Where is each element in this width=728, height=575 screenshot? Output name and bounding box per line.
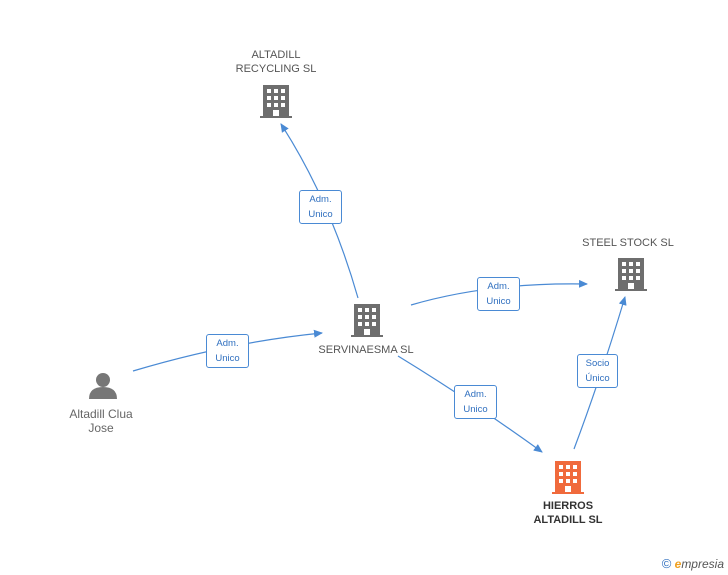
edge-label-servinaesma-recycling: Adm. Unico xyxy=(299,190,342,224)
node-label-steel-stock[interactable]: STEEL STOCK SL xyxy=(571,236,685,250)
node-label-line: STEEL STOCK SL xyxy=(582,237,674,249)
node-label-altadill-recycling[interactable]: ALTADILL RECYCLING SL xyxy=(226,48,326,76)
building-icon[interactable] xyxy=(351,304,383,337)
node-label-hierros[interactable]: HIERROS ALTADILL SL xyxy=(521,499,615,527)
copyright-icon: © xyxy=(661,556,672,571)
brand-initial: e xyxy=(674,557,682,571)
edge-label-servinaesma-hierros: Adm. Unico xyxy=(454,385,497,419)
building-icon[interactable] xyxy=(552,461,584,494)
node-label-person[interactable]: Altadill Clua Jose xyxy=(55,407,147,435)
building-icon[interactable] xyxy=(615,258,647,291)
edge-label-line: Unico xyxy=(308,209,333,220)
edge-label-line: Unico xyxy=(463,404,488,415)
node-label-servinaesma[interactable]: SERVINAESMA SL xyxy=(310,343,422,357)
edge-label-line: Adm. xyxy=(309,194,332,205)
edge-label-line: Adm. xyxy=(487,281,510,292)
node-label-line: HIERROS xyxy=(542,500,594,512)
edge-label-line: Unico xyxy=(486,296,511,307)
node-label-line: Jose xyxy=(88,421,114,435)
edge-label-line: Unico xyxy=(215,353,240,364)
node-label-line: Altadill Clua xyxy=(69,407,133,421)
node-label-line: RECYCLING SL xyxy=(235,63,317,75)
edge-label-line: Adm. xyxy=(464,389,487,400)
person-icon[interactable] xyxy=(89,373,117,399)
node-label-line: SERVINAESMA SL xyxy=(318,344,414,356)
edge-label-servinaesma-steel: Adm. Unico xyxy=(477,277,520,311)
node-label-line: ALTADILL xyxy=(251,49,301,61)
edge-label-line: Socio xyxy=(585,358,610,369)
empresia-logo[interactable]: © empresia xyxy=(662,556,724,571)
brand-name: mpresia xyxy=(681,557,724,571)
node-label-line: ALTADILL SL xyxy=(533,514,603,526)
edge-label-line: Adm. xyxy=(216,338,239,349)
edge-label-line: Único xyxy=(585,373,610,384)
edge-label-person-servinaesma: Adm. Unico xyxy=(206,334,249,368)
edge-label-hierros-steel: Socio Único xyxy=(577,354,618,388)
building-icon[interactable] xyxy=(260,85,292,118)
